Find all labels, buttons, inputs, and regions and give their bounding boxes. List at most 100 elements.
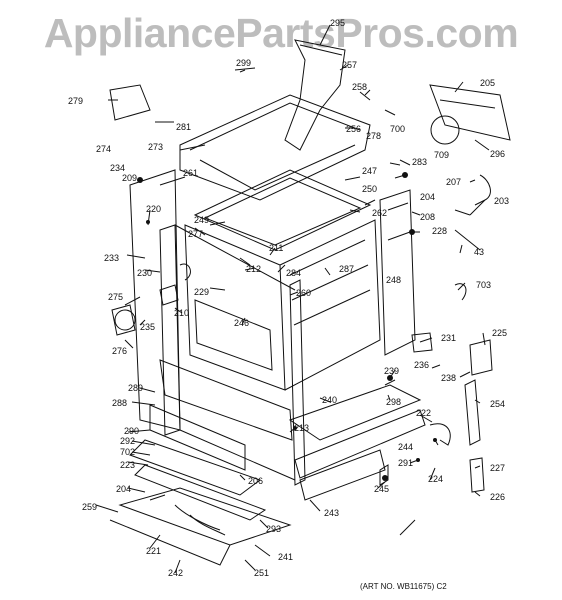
part-label: 256 [346,124,362,134]
drawer-front [149,404,246,471]
part-label: 281 [176,122,192,132]
part-label: 709 [434,150,450,160]
part-label: 205 [480,78,496,88]
clip [454,283,467,301]
part-label: 298 [386,397,402,407]
part-label: 295 [330,18,346,28]
part-label: 213 [294,423,310,433]
part-label: 277 [188,229,204,239]
broiler-pan [129,439,262,496]
part-label: 250 [362,184,378,194]
part-label: 243 [324,508,340,518]
part-label: 246 [234,318,250,328]
part-label: 212 [246,264,262,274]
front-frame-right [289,279,306,486]
part-label: 225 [492,328,508,338]
part-label: 292 [120,436,136,446]
part-label: 254 [490,399,506,409]
part-label: 700 [390,124,406,134]
part-label: 287 [339,264,355,274]
burner-box [193,169,372,251]
part-label: 222 [416,408,432,418]
part-label: 43 [474,247,485,257]
part-label: 223 [120,460,136,470]
part-label: 238 [441,373,457,383]
part-label: 204 [116,484,132,494]
regulator [109,84,151,121]
part-label: 259 [82,502,98,512]
part-label: 227 [490,463,506,473]
front-trim [288,384,422,441]
part-label: 236 [414,360,430,370]
hinge [464,379,481,446]
part-label: 249 [194,215,210,225]
broiler-area [159,359,293,441]
oven-liner-right [279,219,381,391]
part-label: 248 [386,275,402,285]
vent-cover [430,115,460,145]
top-frame [179,94,371,201]
part-label: 278 [366,131,382,141]
part-label: 242 [168,568,184,578]
part-label: 702 [120,447,136,457]
part-label: 209 [122,173,138,183]
part-label: 204 [420,192,436,202]
part-label: 279 [68,96,84,106]
part-label: 245 [374,484,390,494]
part-label: 291 [398,458,414,468]
part-label: 230 [137,268,153,278]
part-label: 208 [420,212,436,222]
part-label: 207 [446,177,462,187]
bracket [469,339,493,376]
part-label: 235 [140,322,156,332]
storage-drawer [118,487,292,546]
part-label: 288 [112,398,128,408]
part-label: 241 [278,552,294,562]
part-label: 221 [146,546,162,556]
kick-panel [294,409,426,479]
part-label: 228 [432,226,448,236]
part-label: 274 [96,144,112,154]
art-number: (ART NO. WB11675) C2 [360,582,447,591]
part-label: 226 [490,492,506,502]
part-label: 293 [266,524,282,534]
part-label: 296 [490,149,506,159]
part-label: 262 [372,208,388,218]
side-panel-right [379,189,416,356]
knob [114,309,136,331]
side-panel-left [129,169,181,431]
watermark: AppliancePartsPros.com [43,10,519,56]
part-label: 211 [269,243,284,253]
part-label: 244 [398,442,414,452]
part-label: 299 [236,58,252,68]
part-label: 233 [104,253,120,263]
part-label: 231 [441,333,457,343]
part-label: 239 [384,366,400,376]
part-label: 284 [286,268,302,278]
spring [469,457,485,493]
part-label: 210 [174,308,190,318]
rear-panel [429,84,511,141]
part-label: 251 [254,568,270,578]
part-label: 289 [128,383,144,393]
part-label: 224 [428,474,444,484]
part-label: 229 [194,287,210,297]
part-label: 273 [148,142,164,152]
part-label: 240 [322,395,338,405]
part-label: 261 [183,168,199,178]
part-label: 258 [352,82,368,92]
part-label: 203 [494,196,510,206]
flue-duct [284,39,346,151]
part-label: 260 [296,288,312,298]
part-label: 276 [112,346,128,356]
part-label: 290 [124,426,140,436]
part-label: 283 [412,157,428,167]
part-label: 257 [342,60,358,70]
part-label: 247 [362,166,378,176]
part-label: 234 [110,163,126,173]
part-label: 206 [248,476,264,486]
part-label: 275 [108,292,124,302]
part-label: 220 [146,204,162,214]
